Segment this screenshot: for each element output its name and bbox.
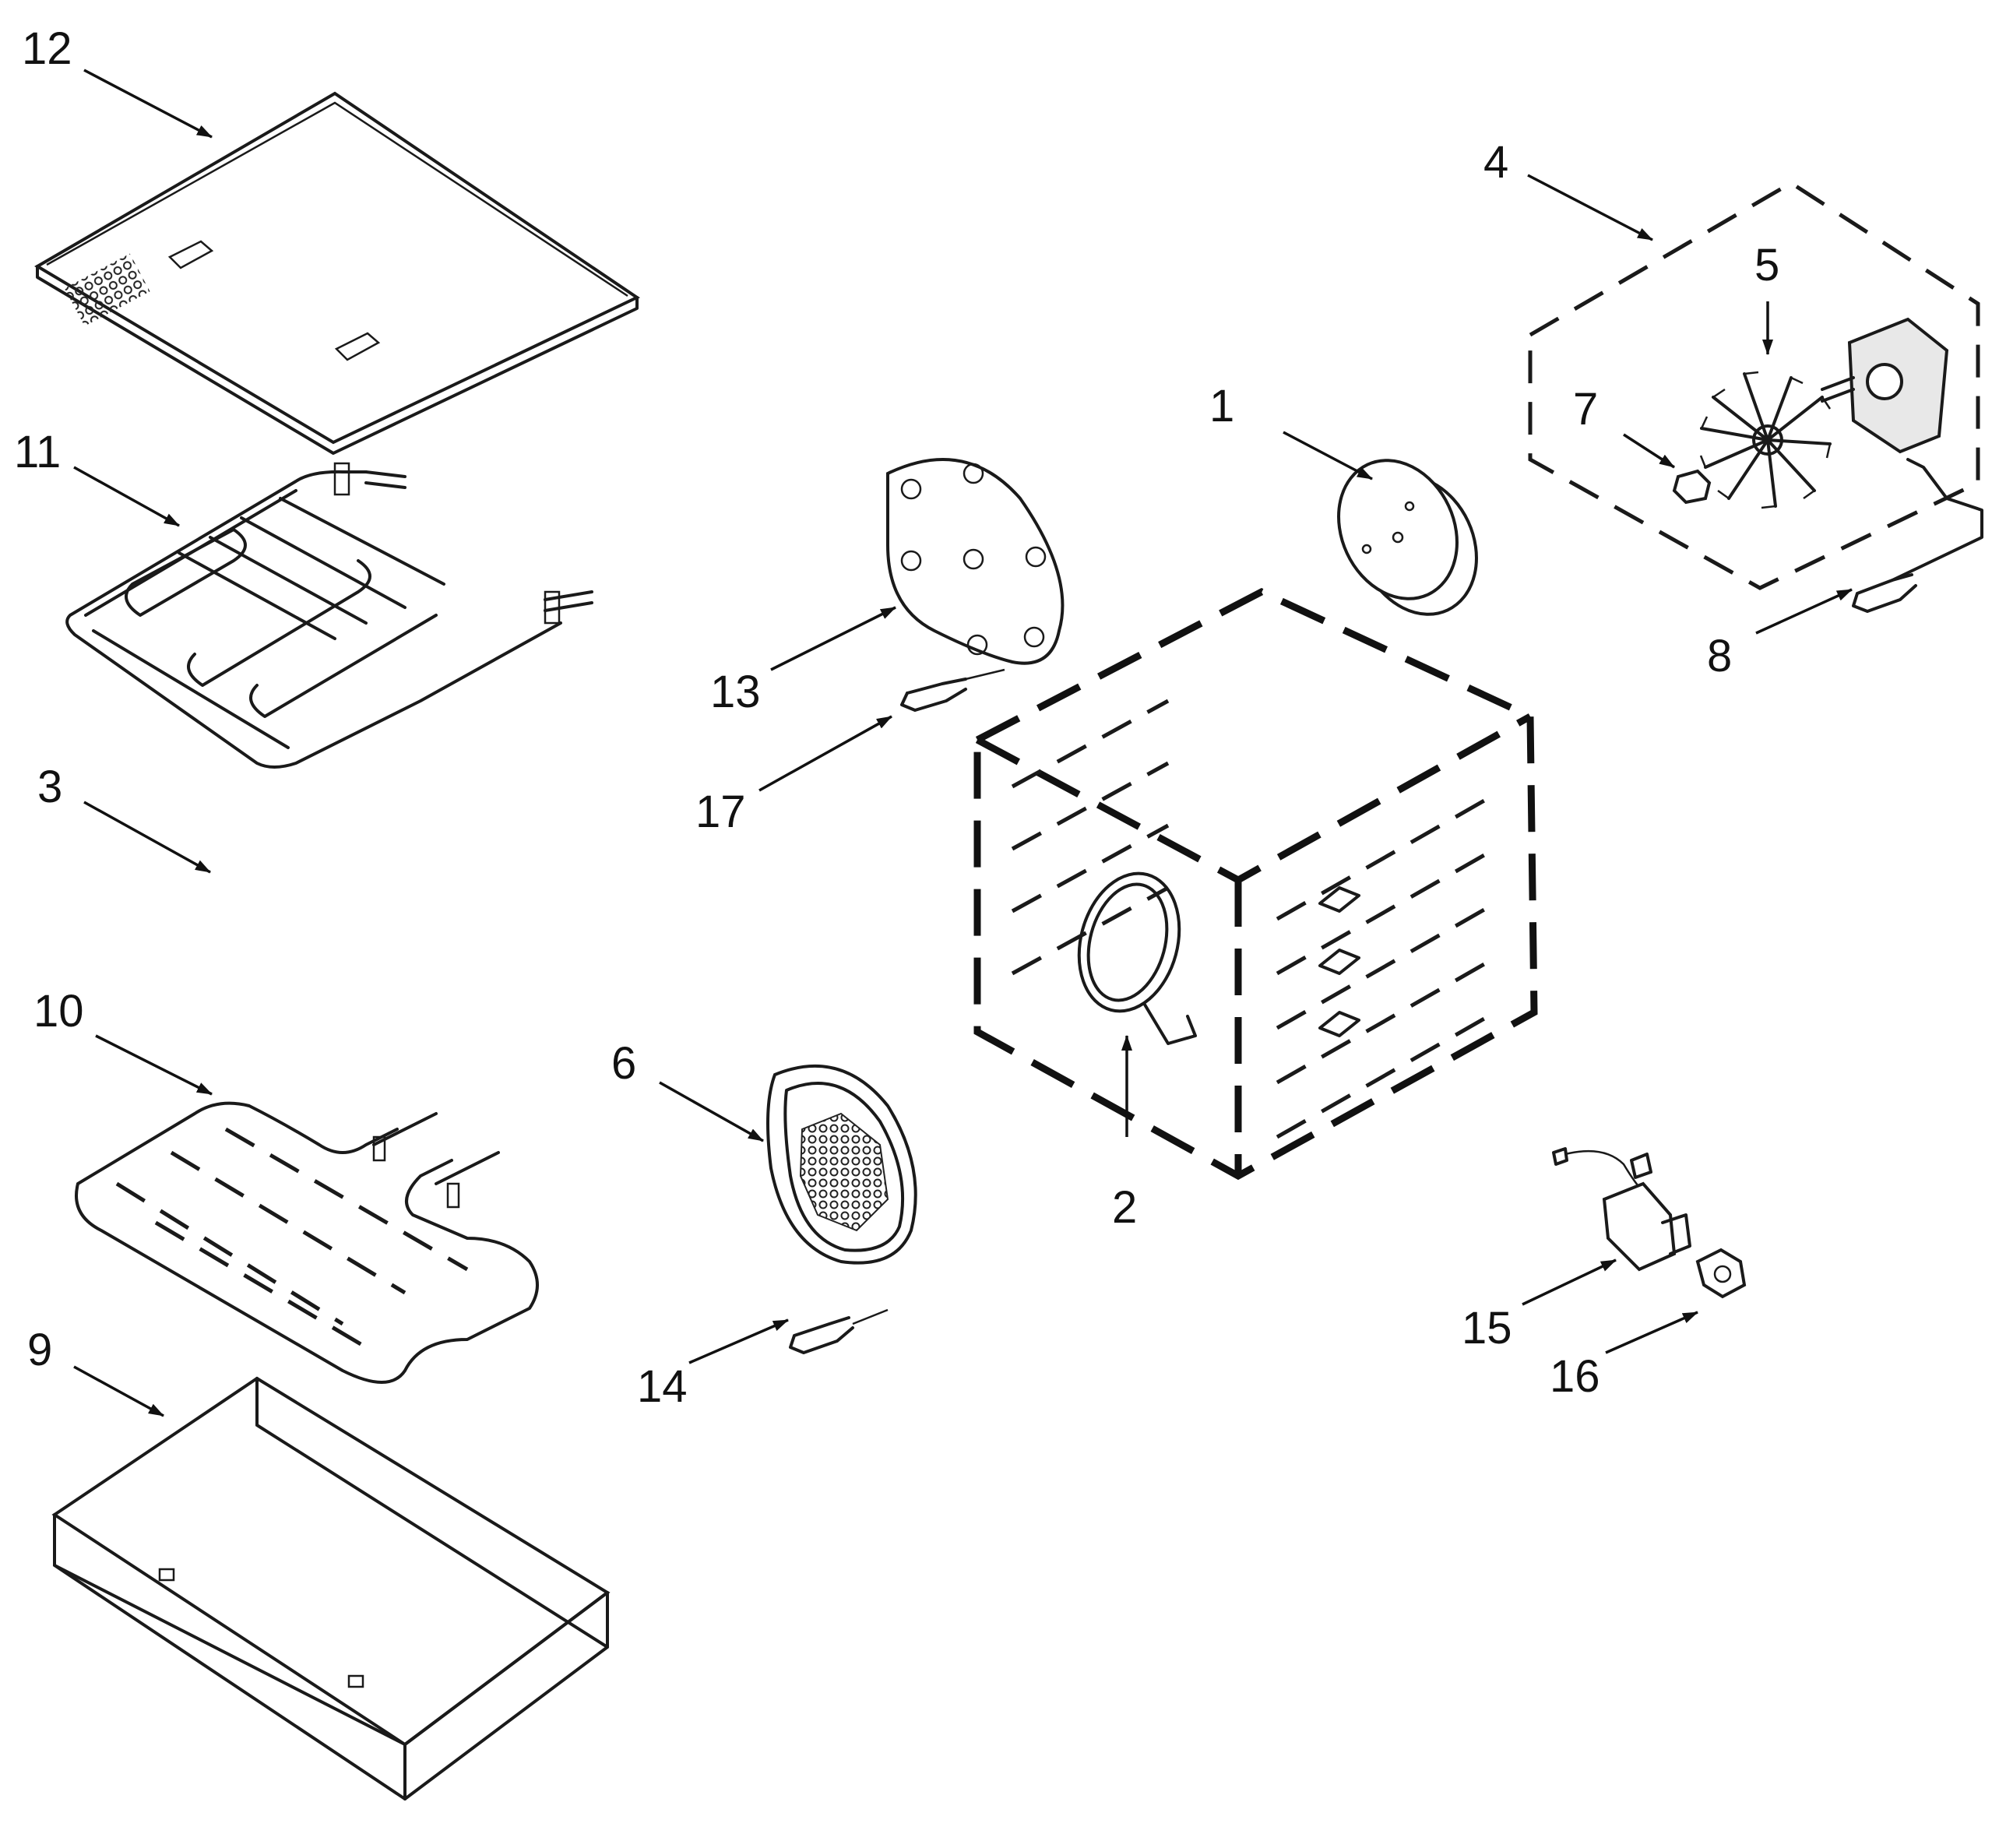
callout-16: 16 xyxy=(1550,1351,1600,1402)
part-7-nut xyxy=(1672,469,1712,505)
arrow-14 xyxy=(688,1318,789,1364)
callout-13: 13 xyxy=(710,667,761,717)
part-15-light-socket xyxy=(1552,1147,1691,1272)
callout-10: 10 xyxy=(33,986,84,1037)
part-1-round-cover xyxy=(1337,459,1478,616)
callout-7: 7 xyxy=(1573,384,1598,435)
callout-3: 3 xyxy=(37,762,62,812)
callout-17: 17 xyxy=(695,787,746,837)
part-17-screw xyxy=(900,668,1005,712)
callout-14: 14 xyxy=(637,1361,688,1412)
callout-8: 8 xyxy=(1707,631,1732,681)
part-14-screw xyxy=(789,1308,889,1354)
part-13-rear-plate xyxy=(886,458,1065,665)
part-5-fan-blade xyxy=(1699,371,1832,509)
arrow-17 xyxy=(758,715,892,792)
arrow-12 xyxy=(83,69,213,139)
callout-6: 6 xyxy=(611,1038,636,1089)
part-11-broil-element xyxy=(65,462,593,769)
callout-11: 11 xyxy=(14,427,61,477)
arrow-1 xyxy=(1283,431,1373,480)
part-6-fan-cover xyxy=(766,1064,917,1265)
part-8-screw xyxy=(1852,573,1917,613)
part-4-fan-motor xyxy=(1821,317,1983,582)
part-16-nut xyxy=(1695,1248,1747,1299)
callout-5: 5 xyxy=(1754,240,1779,290)
arrow-10 xyxy=(95,1034,213,1096)
arrow-4 xyxy=(1527,174,1653,241)
part-4-convection-fan-assembly xyxy=(1528,181,1980,590)
arrow-9 xyxy=(73,1365,164,1417)
part-10-bake-element xyxy=(75,1101,539,1384)
part-9-bottom-pan xyxy=(51,1376,611,1800)
arrow-13 xyxy=(770,606,896,671)
callout-12: 12 xyxy=(22,23,72,74)
arrow-8 xyxy=(1755,588,1853,635)
callout-1: 1 xyxy=(1209,381,1234,431)
part-12-top-panel xyxy=(34,91,641,455)
arrow-7 xyxy=(1623,433,1675,469)
callout-4: 4 xyxy=(1483,137,1508,188)
arrow-11 xyxy=(73,466,180,527)
callout-labels: 12 11 3 10 9 13 17 1 2 6 14 4 5 7 8 15 1… xyxy=(14,23,1779,1412)
callout-2: 2 xyxy=(1112,1182,1137,1233)
callout-15: 15 xyxy=(1462,1303,1512,1353)
callout-9: 9 xyxy=(27,1325,52,1375)
arrow-6 xyxy=(659,1081,764,1142)
arrow-16 xyxy=(1605,1311,1698,1354)
arrow-3 xyxy=(83,801,211,874)
callout-arrows xyxy=(73,69,1853,1417)
part-2-oven-cavity xyxy=(973,587,1538,1181)
arrow-15 xyxy=(1522,1258,1617,1306)
